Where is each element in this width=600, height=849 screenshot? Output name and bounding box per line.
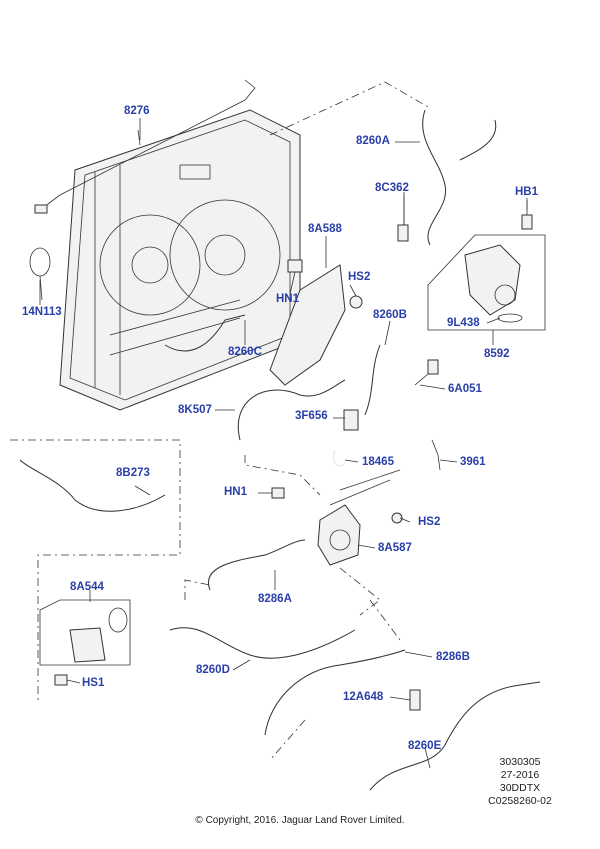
bracket-8A588 — [269, 264, 346, 386]
hose-8K507 — [237, 379, 346, 441]
clip-14N113 — [29, 247, 51, 277]
reference-line-2: 27-2016 — [500, 769, 540, 782]
sensor-8C362 — [397, 224, 409, 242]
water-pump-8A587 — [317, 504, 361, 566]
callout-18465: 18465 — [362, 456, 394, 468]
callout-3F656: 3F656 — [295, 410, 328, 422]
housing-8592 — [427, 234, 546, 331]
reference-block: 3030305 27-2016 30DDTX C0258260-02 — [478, 756, 562, 809]
callout-8260B: 8260B — [373, 309, 407, 321]
callout-6A051: 6A051 — [448, 383, 482, 395]
callout-8276: 8276 — [124, 105, 150, 117]
reference-line-1: 3030305 — [499, 756, 541, 768]
radiator-assembly — [59, 109, 301, 411]
callout-8286A: 8286A — [258, 593, 292, 605]
copyright-notice: © Copyright, 2016. Jaguar Land Rover Lim… — [195, 815, 405, 826]
hose-18465 — [333, 449, 346, 467]
hose-8260C — [164, 314, 246, 352]
callout-HS1: HS1 — [82, 677, 105, 689]
hose-8260D — [169, 627, 356, 659]
callout-HS2-upper: HS2 — [348, 271, 371, 283]
callout-8B273: 8B273 — [116, 467, 150, 479]
callout-8A544: 8A544 — [70, 581, 104, 593]
callout-3961: 3961 — [460, 456, 486, 468]
callout-8260A: 8260A — [356, 135, 390, 147]
callout-8C362: 8C362 — [375, 182, 409, 194]
callout-9L438: 9L438 — [447, 317, 480, 329]
callout-12A648: 12A648 — [343, 691, 384, 703]
sensor-12A648 — [409, 689, 421, 711]
callout-8A587: 8A587 — [378, 542, 412, 554]
leader-lines — [39, 118, 528, 769]
callout-HS2-lower: HS2 — [418, 516, 441, 528]
callout-8286B: 8286B — [436, 651, 470, 663]
callout-8K507: 8K507 — [178, 404, 212, 416]
clip-3961 — [431, 439, 441, 471]
reference-line-4: C0258260-02 — [488, 795, 552, 808]
group-8B273-outline — [10, 439, 181, 700]
callout-8260E: 8260E — [408, 740, 442, 752]
box-8A544 — [39, 599, 131, 666]
connector-3F656 — [343, 409, 359, 431]
callout-8A588: 8A588 — [308, 223, 342, 235]
hose-8260A — [422, 109, 447, 246]
callout-HN1-upper: HN1 — [276, 293, 300, 305]
callout-8592: 8592 — [484, 348, 510, 360]
callout-HB1: HB1 — [515, 186, 539, 198]
harness-8276 — [39, 79, 256, 211]
callout-8260C: 8260C — [228, 346, 262, 358]
hose-8286A — [207, 539, 306, 591]
callout-14N113: 14N113 — [22, 306, 62, 318]
callout-8260D: 8260D — [196, 664, 230, 676]
reference-line-3: 30DDTX — [499, 782, 541, 795]
callout-HN1-lower: HN1 — [224, 486, 248, 498]
